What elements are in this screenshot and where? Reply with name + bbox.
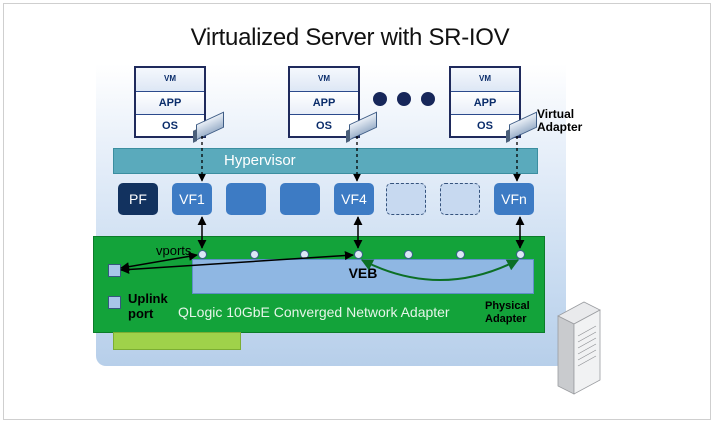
vf1-block: VF1 bbox=[172, 183, 212, 215]
vf-block bbox=[280, 183, 320, 215]
app-label: APP bbox=[451, 91, 519, 116]
os-label: OS bbox=[477, 120, 493, 133]
vport bbox=[456, 250, 465, 259]
vm-label: VM bbox=[136, 68, 204, 92]
app-label: APP bbox=[290, 91, 358, 116]
diagram-title: Virtualized Server with SR-IOV bbox=[190, 24, 510, 51]
hypervisor-bar: Hypervisor bbox=[113, 148, 538, 174]
physical-adapter-label: Physical Adapter bbox=[485, 300, 530, 325]
vm-box-2: VM APP OS bbox=[288, 66, 360, 138]
virtual-adapter-label: Virtual Adapter bbox=[537, 107, 583, 134]
uplink-port-icon bbox=[108, 296, 121, 309]
more-vms-ellipsis bbox=[373, 92, 435, 106]
os-label: OS bbox=[316, 120, 332, 133]
app-label: APP bbox=[136, 91, 204, 116]
vm-label: VM bbox=[451, 68, 519, 92]
os-label: OS bbox=[162, 120, 178, 133]
vfn-block: VFn bbox=[494, 183, 534, 215]
server-tower-icon bbox=[557, 301, 601, 395]
vport bbox=[516, 250, 525, 259]
vm-box-1: VM APP OS bbox=[134, 66, 206, 138]
veb-switch-arrow bbox=[360, 259, 520, 281]
vm-label: VM bbox=[290, 68, 358, 92]
vf4-block: VF4 bbox=[334, 183, 374, 215]
vf-placeholder-block bbox=[386, 183, 426, 215]
vport bbox=[354, 250, 363, 259]
pf-block: PF bbox=[118, 183, 158, 215]
uplink-port-label: Uplink port bbox=[128, 291, 168, 321]
vf-block bbox=[226, 183, 266, 215]
vf-placeholder-block bbox=[440, 183, 480, 215]
vport bbox=[404, 250, 413, 259]
accent-bar bbox=[113, 332, 241, 350]
adapter-name-label: QLogic 10GbE Converged Network Adapter bbox=[178, 304, 450, 320]
link-uplink-vport4 bbox=[120, 251, 354, 274]
